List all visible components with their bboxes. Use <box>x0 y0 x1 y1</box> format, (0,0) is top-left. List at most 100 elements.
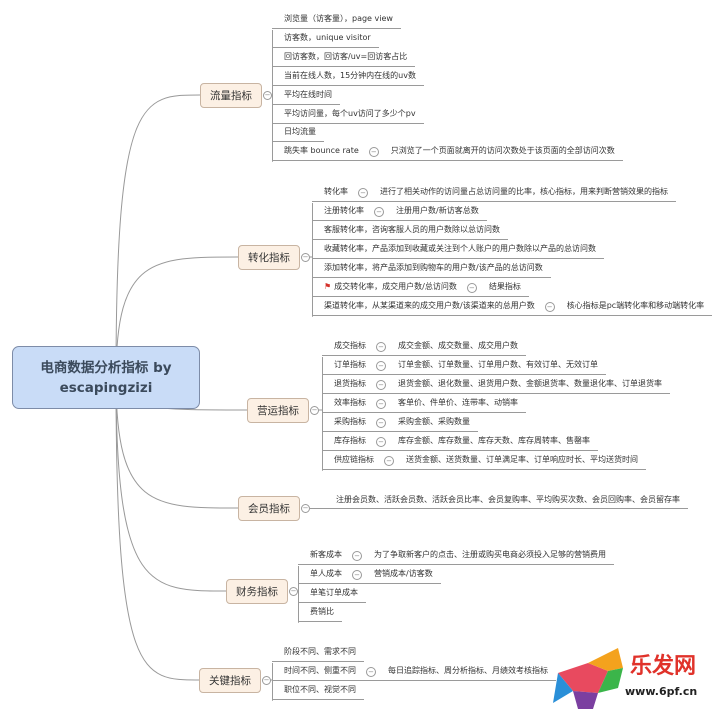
branch-node[interactable]: 流量指标 <box>200 83 262 108</box>
item-note: 送货金额、送货数量、订单满足率、订单响应时长、平均送货时间 <box>406 455 638 464</box>
list-item[interactable]: 费销比 <box>298 604 342 622</box>
collapse-toggle-icon[interactable]: − <box>376 399 386 409</box>
item-label: 成交转化率，成交用户数/总访问数 <box>334 282 457 291</box>
bull-logo-icon <box>553 648 623 709</box>
item-label: 成交指标 <box>334 341 366 350</box>
item-label: 退货指标 <box>334 379 366 388</box>
list-item[interactable]: 浏览量（访客量），page view <box>272 11 401 29</box>
flag-icon: ⚑ <box>324 282 332 291</box>
item-label: 跳失率 bounce rate <box>284 146 359 156</box>
list-item[interactable]: 供应链指标−送货金额、送货数量、订单满足率、订单响应时长、平均送货时间 <box>322 452 646 470</box>
list-item[interactable]: 注册转化率 − 注册用户数/新访客总数 <box>312 203 487 221</box>
list-item[interactable]: 新客成本−为了争取新客户的点击、注册或购买电商必须投入足够的营销费用 <box>298 547 614 565</box>
watermark-logo <box>548 643 720 711</box>
branch-node[interactable]: 关键指标 <box>199 668 261 693</box>
list-item[interactable]: 单人成本−营销成本/访客数 <box>298 566 441 584</box>
list-item[interactable]: 时间不同、侧重不同−每日追踪指标、周分析指标、月绩效考核指标 <box>272 663 556 681</box>
branch-label: 财务指标 <box>236 586 278 598</box>
list-item[interactable]: 访客数，unique visitor <box>272 30 379 48</box>
list-item[interactable]: 跳失率 bounce rate− 只浏览了一个页面就离开的访问次数处于该页面的全部… <box>272 143 623 162</box>
list-item[interactable]: 日均流量 <box>272 124 324 143</box>
collapse-toggle-icon[interactable]: − <box>262 676 271 685</box>
item-label: 客服转化率，咨询客服人员的用户数除以总访问数 <box>324 225 500 234</box>
item-label: 注册转化率 <box>324 206 364 215</box>
collapse-toggle-icon[interactable]: − <box>301 504 310 513</box>
list-item[interactable]: 退货指标 − 退货金额、退化数量、退货用户数、金额退货率、数量退化率、订单退货率 <box>322 376 670 394</box>
list-item[interactable]: 客服转化率，咨询客服人员的用户数除以总访问数 <box>312 222 508 240</box>
list-item[interactable]: 平均访问量，每个uv访问了多少个pv <box>272 106 424 124</box>
list-item[interactable]: 转化率 − 进行了相关动作的访问量占总访问量的比率，核心指标，用来判断营销效果的指标 <box>312 184 676 202</box>
list-item[interactable]: 当前在线人数，15分钟内在线的uv数 <box>272 68 424 86</box>
collapse-toggle-icon[interactable]: − <box>368 147 379 158</box>
collapse-toggle-icon[interactable]: − <box>376 437 386 447</box>
collapse-toggle-icon[interactable]: − <box>263 91 272 100</box>
list-item[interactable]: 成交指标 − 成交金额、成交数量、成交用户数 <box>322 338 526 356</box>
item-note: 退货金额、退化数量、退货用户数、金额退货率、数量退化率、订单退货率 <box>398 379 662 388</box>
collapse-toggle-icon[interactable]: − <box>358 188 368 198</box>
collapse-toggle-icon[interactable]: − <box>466 283 477 293</box>
list-item[interactable]: 职位不同、视觉不同 <box>272 682 364 700</box>
item-label: 浏览量（访客量），page view <box>284 14 393 23</box>
collapse-toggle-icon[interactable]: − <box>376 361 386 371</box>
item-label: 库存指标 <box>334 436 366 445</box>
branch-node[interactable]: 财务指标 <box>226 579 288 604</box>
central-topic[interactable]: 电商数据分析指标 by escapingzizi <box>12 346 200 409</box>
list-item[interactable]: 渠道转化率，从某渠道来的成交用户数/该渠道来的总用户数− 核心指标是pc端转化率和… <box>312 298 713 316</box>
item-label: 当前在线人数，15分钟内在线的uv数 <box>284 70 416 80</box>
item-note: 注册用户数/新访客总数 <box>396 206 479 215</box>
branch-label: 流量指标 <box>210 90 252 102</box>
collapse-toggle-icon[interactable]: − <box>366 667 376 677</box>
list-item[interactable]: 订单指标−订单金额、订单数量、订单用户数、有效订单、无效订单 <box>322 357 606 375</box>
child-group <box>298 566 299 623</box>
watermark-url: www.6pf.cn <box>625 685 698 698</box>
collapse-toggle-icon[interactable]: − <box>384 456 394 466</box>
item-note: 成交金额、成交数量、成交用户数 <box>398 341 518 350</box>
list-item[interactable]: 回访客数，回访客/uv=回访客占比 <box>272 49 416 67</box>
branch-node[interactable]: 营运指标 <box>247 398 309 423</box>
item-label: 转化率 <box>324 187 348 196</box>
list-item[interactable]: 收藏转化率，产品添加到收藏或关注到个人账户的用户数除以产品的总访问数 <box>312 241 604 259</box>
item-label: 日均流量 <box>284 127 316 137</box>
child-group <box>272 663 273 701</box>
branch-label: 关键指标 <box>209 675 251 687</box>
child-group <box>322 357 323 471</box>
item-label: 添加转化率，将产品添加到购物车的用户数/该产品的总访问数 <box>324 263 543 272</box>
list-item[interactable]: 添加转化率，将产品添加到购物车的用户数/该产品的总访问数 <box>312 260 551 278</box>
collapse-toggle-icon[interactable]: − <box>376 342 386 352</box>
list-item[interactable]: 库存指标−库存金额、库存数量、库存天数、库存周转率、售罄率 <box>322 433 598 451</box>
list-item[interactable]: 效率指标−客单价、件单价、连带率、动销率 <box>322 395 526 413</box>
collapse-toggle-icon[interactable]: − <box>376 380 386 390</box>
collapse-toggle-icon[interactable]: − <box>374 207 384 217</box>
item-note: 营销成本/访客数 <box>374 569 433 578</box>
item-note: 进行了相关动作的访问量占总访问量的比率，核心指标，用来判断营销效果的指标 <box>380 187 668 196</box>
item-label: 渠道转化率，从某渠道来的成交用户数/该渠道来的总用户数 <box>324 301 535 310</box>
collapse-toggle-icon[interactable]: − <box>376 418 386 428</box>
list-item[interactable]: 单笔订单成本 <box>298 585 366 603</box>
watermark-brand: 乐发网 <box>630 653 697 679</box>
item-label: 单笔订单成本 <box>310 588 358 597</box>
list-item[interactable]: 阶段不同、需求不同 <box>272 644 364 662</box>
branch-node[interactable]: 会员指标 <box>238 496 300 521</box>
branch-label: 转化指标 <box>248 252 290 264</box>
list-item[interactable]: ⚑成交转化率，成交用户数/总访问数−结果指标 <box>312 279 529 297</box>
item-label: 阶段不同、需求不同 <box>284 647 356 656</box>
list-item[interactable]: 注册会员数、活跃会员数、活跃会员比率、会员复购率、平均购买次数、会员回购率、会员… <box>310 492 688 509</box>
item-label: 平均访问量，每个uv访问了多少个pv <box>284 108 416 118</box>
collapse-toggle-icon[interactable]: − <box>352 551 362 561</box>
list-item[interactable]: 采购指标−采购金额、采购数量 <box>322 414 478 432</box>
collapse-toggle-icon[interactable]: − <box>310 406 319 415</box>
item-note: 只浏览了一个页面就离开的访问次数处于该页面的全部访问次数 <box>390 146 615 156</box>
collapse-toggle-icon[interactable]: − <box>352 570 362 580</box>
collapse-toggle-icon[interactable]: − <box>544 302 555 312</box>
branch-connector <box>115 377 227 592</box>
item-note: 客单价、件单价、连带率、动销率 <box>398 398 518 407</box>
collapse-toggle-icon[interactable]: − <box>289 587 298 596</box>
item-note: 采购金额、采购数量 <box>398 417 470 426</box>
item-note: 核心指标是pc端转化率和移动端转化率 <box>566 301 705 310</box>
branch-connector <box>115 256 239 379</box>
collapse-toggle-icon[interactable]: − <box>301 253 310 262</box>
branch-node[interactable]: 转化指标 <box>238 245 300 270</box>
branch-label: 营运指标 <box>257 405 299 417</box>
item-label: 收藏转化率，产品添加到收藏或关注到个人账户的用户数除以产品的总访问数 <box>324 244 596 253</box>
list-item[interactable]: 平均在线时间 <box>272 87 340 105</box>
